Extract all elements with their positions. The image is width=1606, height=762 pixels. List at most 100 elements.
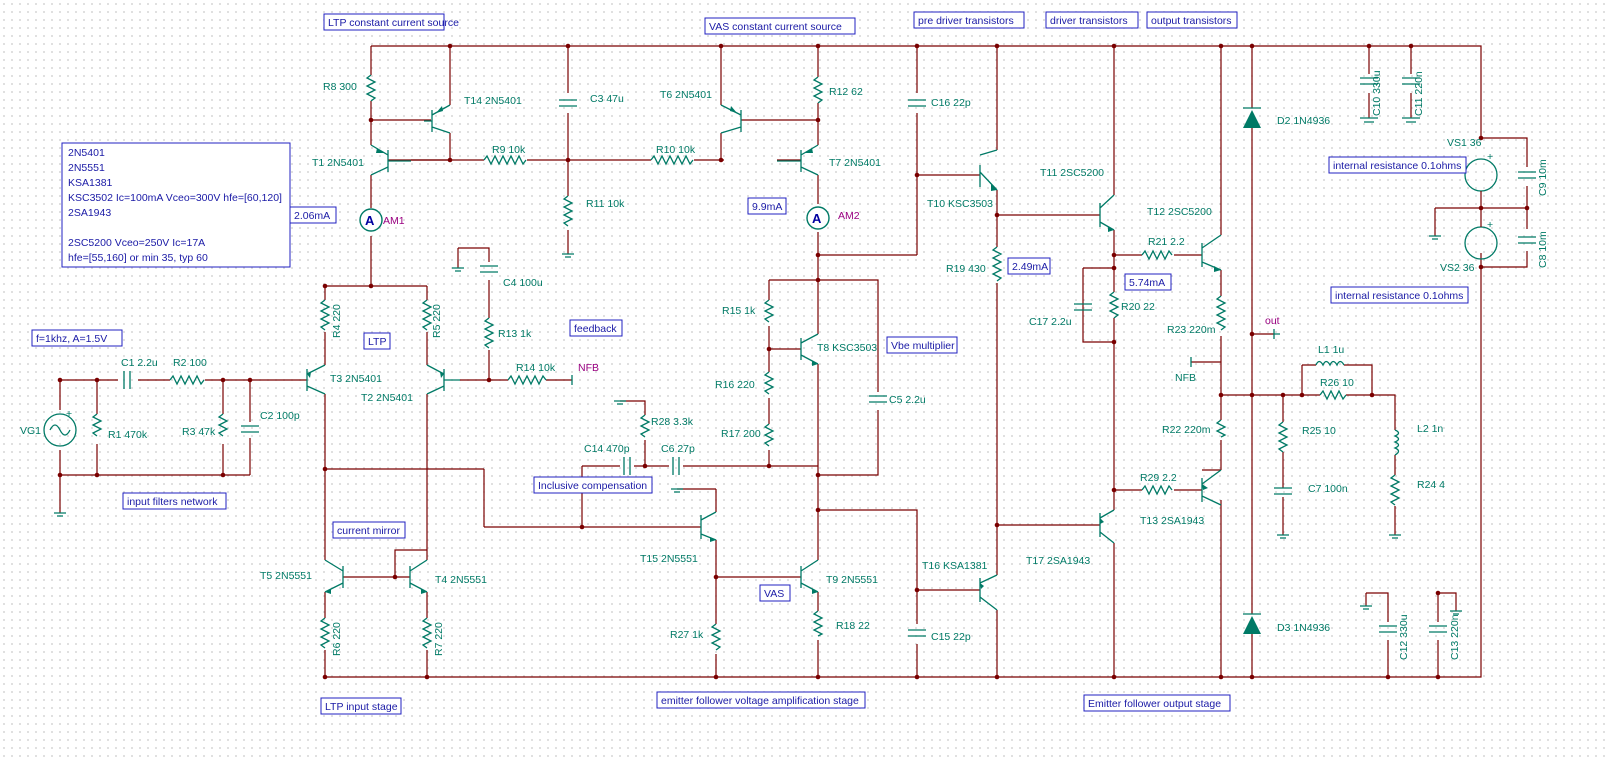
resistor-r23: [1215, 295, 1227, 331]
label-c15: C15 22p: [931, 631, 971, 643]
label-c1: C1 2.2u: [121, 357, 158, 369]
transistor-t1: [370, 144, 411, 176]
transistor-t12: [1201, 234, 1222, 272]
resistor-r16: [763, 371, 775, 395]
resistors: [91, 74, 1401, 651]
label-r28: R28 3.3k: [651, 416, 694, 428]
capacitor-c16: [908, 99, 926, 107]
ammeter-am2: A: [806, 206, 830, 230]
note-line: 2N5401: [68, 147, 105, 159]
meter-am2-value: 9.9mA: [752, 201, 782, 213]
label-d3: D3 1N4936: [1277, 622, 1330, 634]
label-r21: R21 2.2: [1148, 236, 1185, 248]
label-c6: C6 27p: [661, 443, 695, 455]
label-t13: T13 2SA1943: [1140, 515, 1204, 527]
resistor-r10: [650, 154, 694, 166]
resistor-r18: [812, 610, 824, 637]
label-t9: T9 2N5551: [826, 574, 878, 586]
note-line: KSC3502 Ic=100mA Vceo=300V hfe=[60,120]: [68, 192, 282, 204]
label-r11: R11 10k: [586, 198, 625, 210]
title-driver: driver transistors: [1050, 15, 1128, 27]
label-vg1: VG1: [20, 425, 41, 437]
label-r10: R10 10k: [656, 144, 696, 156]
label-r9: R9 10k: [492, 144, 526, 156]
label-vs1: VS1 36: [1447, 137, 1482, 149]
label-t14: T14 2N5401: [464, 95, 522, 107]
resistor-r22: [1215, 419, 1227, 438]
title-internal-res-1: internal resistance 0.1ohms: [1333, 160, 1461, 172]
note-line: KSA1381: [68, 177, 113, 189]
capacitor-c5: [869, 395, 887, 403]
label-d2: D2 1N4936: [1277, 115, 1330, 127]
title-pre-driver: pre driver transistors: [918, 15, 1014, 27]
label-nfb-2: NFB: [1175, 372, 1196, 384]
resistor-r21: [1141, 249, 1173, 261]
title-internal-res-2: internal resistance 0.1ohms: [1335, 290, 1463, 302]
label-c16: C16 22p: [931, 97, 971, 109]
diode-d2: [1243, 107, 1261, 128]
label-r3: R3 47k: [182, 426, 216, 438]
ground-icon: [671, 488, 683, 493]
label-r23: R23 220m: [1167, 324, 1216, 336]
diodes: [1243, 107, 1261, 634]
note-line: 2N5551: [68, 162, 105, 174]
transistor-t5: [324, 559, 344, 594]
title-vas-ccs: VAS constant current source: [709, 21, 842, 33]
resistor-r19: [991, 246, 1003, 282]
transistors: [306, 104, 1222, 611]
resistor-r28: [639, 414, 651, 438]
label-r4: R4 220: [331, 304, 343, 338]
label-c7: C7 100n: [1308, 483, 1348, 495]
ground-icon: [1450, 610, 1462, 615]
transistor-t10: [979, 149, 998, 191]
capacitor-c2: [241, 425, 259, 433]
label-t2: T2 2N5401: [361, 392, 413, 404]
resistor-r25: [1277, 421, 1289, 453]
label-r18: R18 22: [836, 620, 870, 632]
capacitor-c10: [1360, 77, 1378, 123]
label-nfb: NFB: [578, 362, 599, 374]
title-vbe-multiplier: Vbe multiplier: [891, 340, 955, 352]
label-c10: C10 330u: [1371, 70, 1383, 116]
label-t6: T6 2N5401: [660, 89, 712, 101]
capacitor-c7: [1274, 487, 1292, 495]
label-t3: T3 2N5401: [330, 373, 382, 385]
voltage-source-vs1: +: [1464, 151, 1498, 192]
transistor-t6: [720, 104, 742, 134]
label-r14: R14 10k: [516, 362, 556, 374]
label-c17: C17 2.2u: [1029, 316, 1072, 328]
title-ltp-input-stage: LTP input stage: [325, 701, 398, 713]
resistor-r26: [1319, 389, 1347, 401]
transistor-t3: [306, 364, 326, 395]
resistor-r20: [1108, 291, 1120, 319]
capacitor-c1: [123, 371, 131, 389]
label-t11: T11 2SC5200: [1040, 167, 1104, 179]
annotations: LTP constant current source VAS constant…: [31, 11, 1469, 715]
label-r19: R19 430: [946, 263, 986, 275]
label-c9: C9 10m: [1537, 159, 1549, 196]
ammeters: A A: [359, 206, 830, 232]
label-r20: R20 22: [1121, 301, 1155, 313]
transistor-t8: [800, 333, 819, 366]
transistor-t15: [700, 511, 717, 542]
ground-icon: [1389, 534, 1401, 539]
title-ef-output: Emitter follower output stage: [1088, 698, 1221, 710]
title-current-mirror: current mirror: [337, 525, 401, 537]
label-r25: R25 10: [1302, 425, 1336, 437]
inductors: [1315, 360, 1400, 456]
resistor-r13: [483, 317, 495, 349]
capacitor-c14: [623, 457, 631, 475]
label-r17: R17 200: [721, 428, 761, 440]
resistor-r12: [812, 76, 824, 104]
ground-icon: [1360, 605, 1372, 610]
transistor-t16: [979, 574, 998, 611]
resistor-r2: [169, 374, 205, 386]
label-c12: C12 330u: [1398, 614, 1410, 660]
label-t17: T17 2SA1943: [1026, 555, 1090, 567]
label-t15: T15 2N5551: [640, 553, 698, 565]
transistor-t17: [1099, 509, 1115, 544]
ground-icon: [54, 512, 66, 517]
title-feedback: feedback: [574, 323, 617, 335]
capacitor-c9: [1518, 171, 1536, 179]
